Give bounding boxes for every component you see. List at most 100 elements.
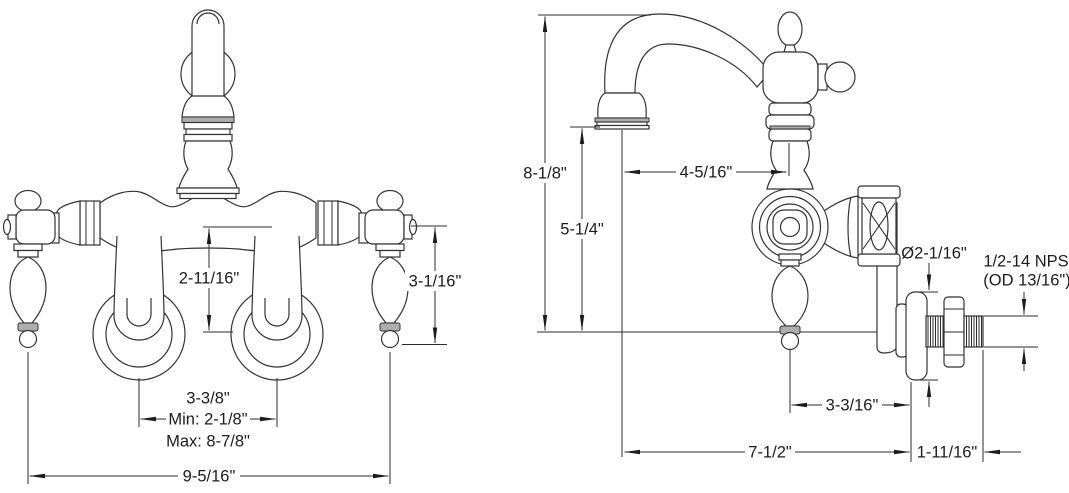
valve-body [15,209,56,245]
handle-side [771,253,809,351]
front-view: 2-11/16" 3-1/16" 3-3/8" Min: 2-1/8" Max:… [2,9,465,486]
handle-packing-2 [780,259,800,267]
column-vase [178,140,238,189]
coupler-tube [113,235,165,341]
coupler-tube-inner [126,298,152,327]
spout-tip-arc [196,12,220,25]
column-ring-1 [185,128,231,136]
label-bg [178,466,240,486]
spout-curve [604,13,771,94]
dim-centers-max-label: Max: 8-7/8" [166,433,250,451]
column-ring-1 [768,102,812,116]
column-ring-2 [183,133,233,142]
wall-flange [905,291,928,381]
valve-left [2,189,101,349]
coupling-nut [857,185,901,267]
column-vase-side [766,140,814,190]
valve-rosette [751,188,829,266]
dim-spout-drop-label: 2-11/16" [179,270,240,288]
lever-handle [9,256,47,324]
od-extension-lines [984,315,1038,348]
column-ball-body [762,51,819,104]
label-bg [405,271,465,291]
dim-overall-depth-label: 7-1/2" [748,444,792,462]
column-base [179,192,237,200]
valve-end-nub [408,218,418,236]
extension-lines [910,350,984,462]
valve-cap-ball [376,189,404,213]
dim-overall-width-label: 9-5/16" [183,468,236,486]
packing-bottom [379,249,401,258]
dim-centers-label: 3-3/8" [186,390,230,408]
label-bg [745,442,795,462]
column-ring-3 [768,128,812,142]
dim-nipple-length-label: 1-11/16" [917,444,978,462]
valve-right [317,189,418,349]
spout-side [594,13,771,130]
flange-ticks [919,291,938,381]
coupler-tube [251,235,303,341]
coupler-tube-inner [264,298,290,327]
thread-od-label: (OD 13/16") [983,272,1069,290]
valve-body [364,209,405,245]
spout-column-front [176,9,240,200]
extension-lines [27,352,391,484]
dim-spout-height-label: 5-1/4" [560,221,604,239]
bell-curve-line [847,196,852,258]
finial-knob [777,11,803,47]
handle-ball [18,329,38,349]
column-collar [183,121,233,130]
spout-tube-front [191,9,225,96]
rosette-center-hole [779,216,801,238]
lever-handle [771,265,809,327]
nut-top-cap [857,185,901,199]
mounting-nut-lines [944,308,964,356]
valve-cap-ball [14,189,42,213]
extension-lines [138,378,278,427]
label-bg [676,162,736,182]
thread-spec-label: 1/2-14 NPS [983,253,1068,271]
front-view-dimensions: 2-11/16" 3-1/16" 3-3/8" Min: 2-1/8" Max:… [27,225,465,486]
column-collar-band [181,116,235,123]
packing-bottom [17,249,39,258]
side-view: 8-1/8" 5-1/4" 4-5/16" Ø2-1/16" 1/2-14 NP… [521,11,1069,462]
dim-handle-to-wall-label: 3-3/16" [826,397,879,415]
packing-top [375,243,405,252]
finial-neck [783,44,797,53]
wall-connection [905,291,984,381]
handle-collar [379,322,401,332]
nut-knurl-ellipse [869,201,889,251]
outlet-ring-2 [594,124,650,130]
wall-coupler-right [230,235,324,381]
dim-overall-height-label: 8-1/8" [523,165,567,183]
dim-centers-min-label: Min: 2-1/8" [168,411,247,429]
label-bg [558,219,606,239]
valve-end-nub [2,218,12,236]
rosette-ring-2 [766,203,814,251]
body-collar [317,200,339,246]
dim-flange-diameter-label: Ø2-1/16" [901,245,967,263]
column-bell [181,95,235,118]
spout-column-side [762,11,856,190]
dim-handle-drop-label: 3-1/16" [409,273,462,291]
wall-coupler-left [92,235,186,381]
body-collar [79,200,101,246]
handle-packing-1 [778,253,802,261]
side-view-dimensions: 8-1/8" 5-1/4" 4-5/16" Ø2-1/16" 1/2-14 NP… [521,14,1069,462]
column-base-band [176,187,240,195]
side-knob-ball [824,61,856,93]
nut-bottom-cap [857,253,901,267]
label-bg [822,395,882,415]
packing-top [13,243,43,252]
lever-handle [371,256,409,324]
thread-hatch-2 [966,316,982,347]
handle-ball [780,331,800,351]
thread-hatch-1 [927,316,944,347]
dim-spout-reach-label: 4-5/16" [680,164,733,182]
nut-knurl-cross [862,202,896,250]
spout-outlet-bell [597,92,647,119]
label-bg [177,268,241,288]
label-bg [521,163,569,183]
